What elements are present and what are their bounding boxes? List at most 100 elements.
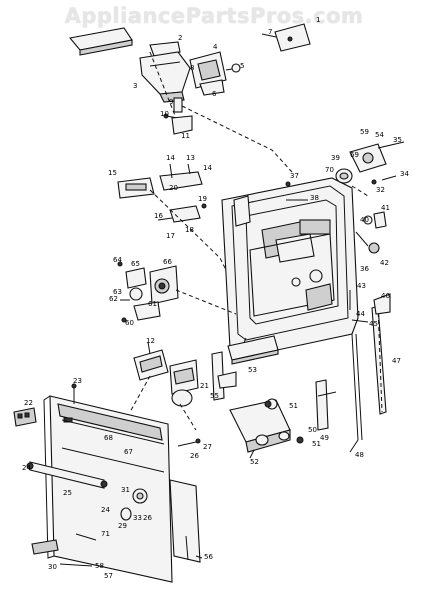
callout-46: 46 (381, 292, 390, 300)
callout-11: 11 (181, 132, 190, 140)
callout-2: 2 (178, 34, 182, 42)
callout-10: 10 (160, 110, 169, 118)
door-handle-part-25 (26, 461, 108, 489)
solenoid-part-21 (169, 359, 199, 407)
screw-part-27 (177, 438, 201, 447)
callout-40: 40 (360, 216, 369, 224)
callout-23: 23 (73, 377, 82, 385)
callout-26: 26 (143, 514, 152, 522)
callout-13: 13 (186, 154, 195, 162)
callout-21: 21 (200, 382, 209, 390)
latch-body-part-3 (139, 51, 191, 103)
link-part-9 (173, 97, 183, 113)
callout-62: 62 (109, 295, 118, 303)
callout-54: 54 (375, 131, 384, 139)
callout-71: 71 (101, 530, 110, 538)
callout-51: 51 (312, 440, 321, 448)
callout-24: 24 (101, 506, 110, 514)
callout-31: 31 (121, 486, 130, 494)
dispenser-part-66 (149, 265, 179, 305)
callout-65: 65 (131, 260, 140, 268)
callout-70: 70 (325, 166, 334, 174)
callout-56: 56 (204, 553, 213, 561)
callout-67: 67 (124, 448, 133, 456)
callout-35: 35 (393, 136, 402, 144)
callout-18: 18 (185, 226, 194, 234)
callout-53: 53 (248, 366, 257, 374)
callout-1: 1 (316, 16, 320, 24)
channel-part-53 (227, 335, 279, 365)
bracket-part-11 (171, 115, 193, 135)
callout-44: 44 (356, 310, 365, 318)
callout-19: 19 (198, 195, 207, 203)
selector-switch-part-54 (349, 141, 405, 185)
callout-14: 14 (203, 164, 212, 172)
callout-38: 38 (310, 194, 319, 202)
callout-25: 25 (63, 489, 72, 497)
screw-part-37 (285, 181, 291, 187)
vent-bracket-part-20 (159, 163, 203, 191)
valve-part-52 (229, 398, 291, 453)
latch-housing-part-4 (189, 51, 227, 89)
callout-66: 66 (163, 258, 172, 266)
callout-51: 51 (289, 402, 298, 410)
callout-24: 24 (22, 464, 31, 472)
callout-6: 6 (212, 90, 217, 98)
callout-47: 47 (392, 357, 401, 365)
watermark: AppliancePartsPros.com (64, 4, 364, 28)
side-panel-part-56 (169, 479, 201, 563)
callout-59: 59 (360, 128, 369, 136)
callout-49: 49 (320, 434, 329, 442)
callout-7: 7 (268, 28, 272, 36)
callout-36: 36 (360, 265, 369, 273)
bracket-part-49 (315, 379, 337, 431)
callout-52: 52 (250, 458, 259, 466)
callout-5: 5 (240, 62, 244, 70)
callout-43: 43 (357, 282, 366, 290)
screw-part-23 (71, 383, 77, 404)
vent-part-15 (117, 177, 155, 199)
switch-assembly-part-12 (133, 341, 169, 381)
callout-30: 30 (48, 563, 57, 571)
callout-68: 68 (104, 434, 113, 442)
callout-9: 9 (169, 98, 173, 106)
callout-14: 14 (166, 154, 175, 162)
callout-4: 4 (213, 43, 218, 51)
callout-42: 42 (380, 259, 389, 267)
switch-part-6 (199, 79, 225, 96)
callout-37: 37 (290, 172, 299, 180)
hinge-rod-part-48 (351, 333, 363, 441)
badge-part-30 (31, 539, 59, 555)
callout-29: 29 (118, 522, 127, 530)
callout-50: 50 (308, 426, 317, 434)
callout-45: 45 (369, 320, 378, 328)
callout-60: 60 (125, 319, 134, 327)
callout-57: 57 (104, 572, 113, 580)
callout-3: 3 (133, 82, 137, 90)
callout-15: 15 (108, 169, 117, 177)
dispenser-part-63 (120, 287, 161, 323)
screw-part-10 (163, 113, 179, 119)
callout-17: 17 (166, 232, 175, 240)
callout-39: 39 (331, 154, 340, 162)
inner-door-panel (221, 177, 359, 359)
control-button-part-22 (13, 407, 37, 427)
latch-cover-part-1 (68, 27, 133, 56)
top-bracket-part-7 (261, 23, 311, 52)
callout-69: 69 (350, 151, 359, 159)
hinge-arm-part-47 (349, 290, 391, 415)
callout-22: 22 (24, 399, 33, 407)
callout-34: 34 (400, 170, 409, 178)
washer-part-51 (264, 400, 304, 444)
callout-48: 48 (355, 451, 364, 459)
callout-61: 61 (148, 300, 157, 308)
callout-33: 33 (133, 514, 142, 522)
callout-27: 27 (203, 443, 212, 451)
callout-63: 63 (113, 288, 122, 296)
callout-12: 12 (146, 337, 155, 345)
callout-26: 26 (190, 452, 199, 460)
knob-part-39 (335, 168, 353, 184)
callout-16: 16 (154, 212, 163, 220)
